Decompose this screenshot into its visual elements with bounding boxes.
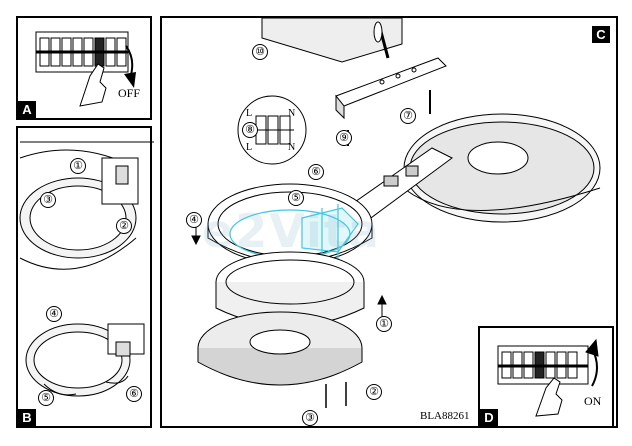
- panel-a: OFF A: [16, 16, 152, 120]
- circuit-breaker-icon: [497, 345, 589, 385]
- step-1-label-c: ①: [376, 316, 392, 332]
- step-7-label: ⑦: [400, 108, 416, 124]
- panel-b-illustration: [19, 141, 154, 397]
- step-6-label-c: ⑥: [308, 164, 324, 180]
- circuit-breaker-icon: [35, 31, 129, 73]
- ceiling-block: [261, 17, 403, 63]
- watermark: e2Vita: [202, 204, 381, 258]
- panel-a-illustration: [35, 31, 136, 107]
- terminal-n-top: N: [288, 108, 296, 119]
- step-3-label-c: ③: [302, 410, 318, 426]
- step-10-label: ⑩: [252, 44, 268, 60]
- hand-icon: [79, 63, 107, 107]
- panel-d-tag: D: [480, 409, 498, 426]
- step-1-label: ①: [70, 158, 86, 174]
- step-2-label-c: ②: [366, 384, 382, 400]
- panel-d-illustration: [497, 338, 599, 417]
- terminal-block-icon: [237, 95, 307, 165]
- step-2-label: ②: [116, 218, 132, 234]
- step-3-label: ③: [40, 192, 56, 208]
- panel-b-tag: B: [18, 409, 36, 426]
- step-4-label-c: ④: [186, 212, 202, 228]
- model-code: BLA88261: [420, 410, 470, 422]
- mounting-bracket: [335, 57, 447, 120]
- panel-c-illustration: [191, 17, 601, 408]
- screwdriver-icon: [373, 21, 390, 59]
- panel-c: e2Vita C ⑩ ⑧ ⑨ ⑦ ⑥ ⑤ ④ ① ② ③ L N L N BLA…: [160, 16, 618, 428]
- panel-b: ① ② ③ ④ ⑤ ⑥ B: [16, 126, 154, 428]
- terminal-l-top: L: [246, 108, 253, 119]
- step-5-label-c: ⑤: [288, 190, 304, 206]
- on-label: ON: [584, 394, 602, 408]
- terminal-l-bottom: L: [246, 142, 253, 153]
- hand-icon: [535, 377, 563, 417]
- step-5-label: ⑤: [38, 390, 54, 406]
- terminal-n-bottom: N: [288, 142, 296, 153]
- panel-d: ON D: [478, 326, 614, 428]
- step-9-label: ⑨: [336, 130, 352, 146]
- panel-c-tag: C: [592, 26, 610, 43]
- off-label: OFF: [118, 86, 141, 100]
- bottom-diffuser: [197, 311, 363, 386]
- panel-a-tag: A: [18, 101, 36, 118]
- ring-install-lower: [25, 323, 145, 397]
- step-8-label: ⑧: [242, 122, 258, 138]
- ring-removal-upper: [19, 141, 154, 270]
- step-4-label: ④: [46, 306, 62, 322]
- step-6-label: ⑥: [126, 386, 142, 402]
